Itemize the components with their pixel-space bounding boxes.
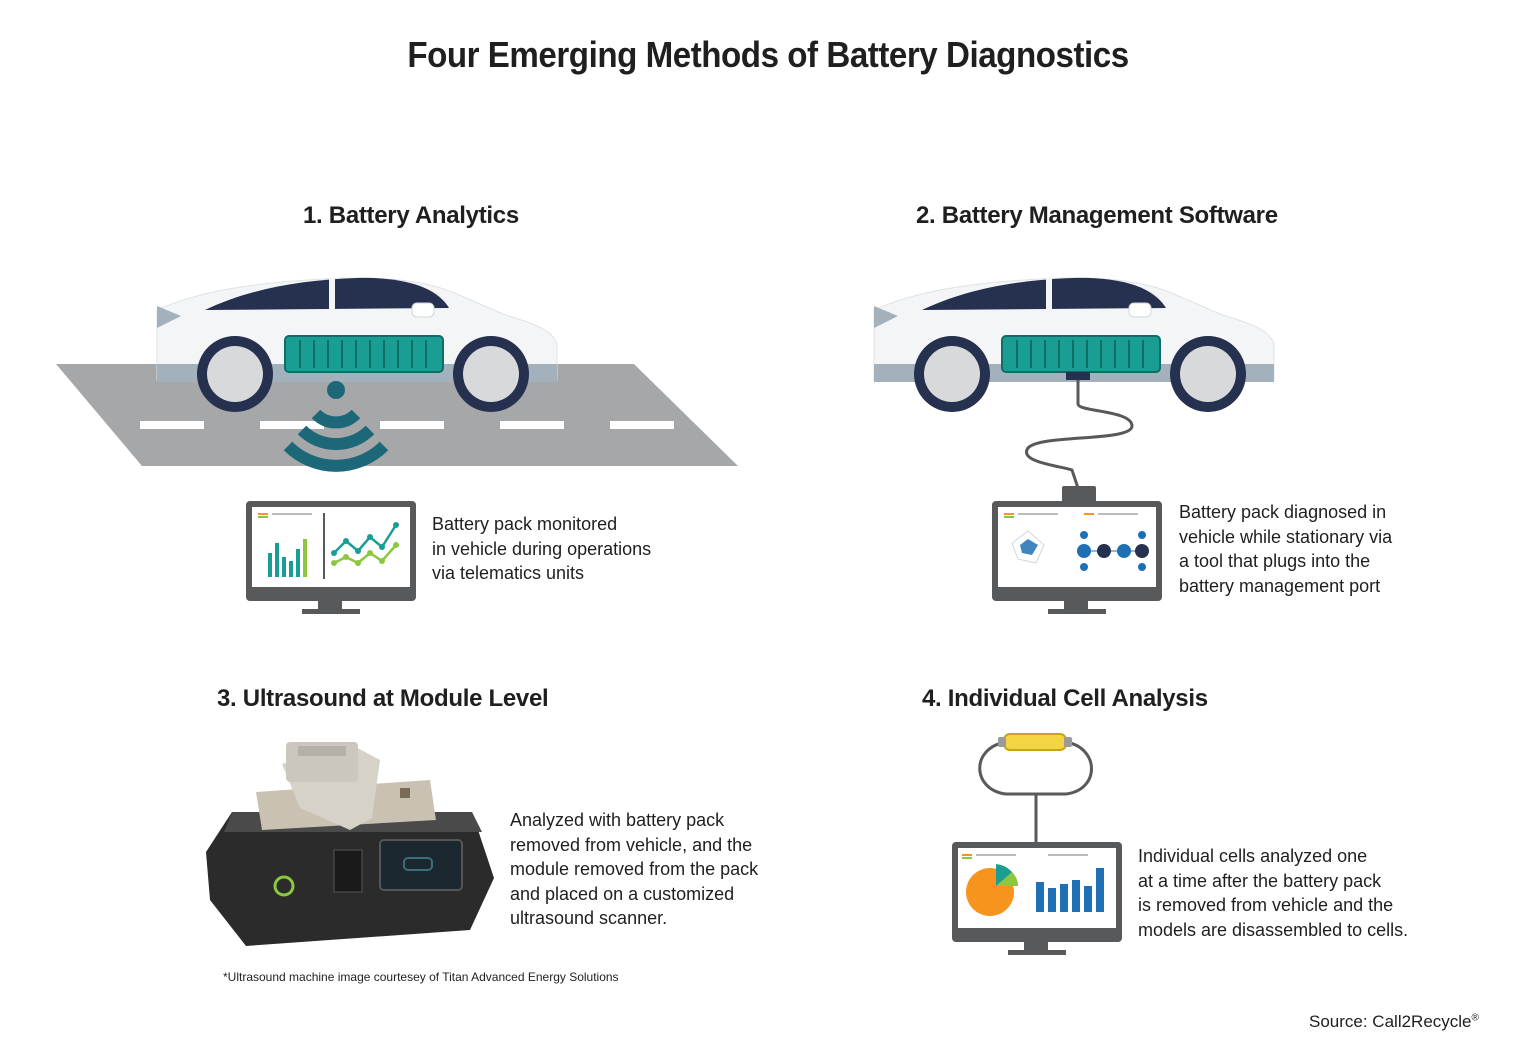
source-credit: Source: Call2Recycle® — [1309, 1012, 1479, 1032]
method-3-heading: 3. Ultrasound at Module Level — [217, 685, 549, 712]
method-2-heading: 2. Battery Management Software — [916, 202, 1278, 229]
desc-line: and placed on a customized — [510, 883, 735, 904]
desc-line: Battery pack monitored — [432, 514, 618, 534]
desc-line: at a time after the battery pack — [1138, 870, 1382, 891]
scanner-display — [379, 839, 463, 891]
car-window — [922, 277, 1166, 310]
method-3-description: Analyzed with battery pack removed from … — [510, 808, 758, 931]
line-chart — [331, 522, 399, 566]
image-credit-footnote: *Ultrasound machine image courtesey of T… — [223, 970, 619, 984]
power-button — [273, 875, 295, 897]
desc-line: models are disassembled to cells. — [1138, 919, 1409, 940]
car-window — [205, 277, 449, 310]
desc-line: is removed from vehicle and the — [1138, 895, 1394, 915]
method-1-heading: 1. Battery Analytics — [303, 202, 519, 229]
desc-line: via telematics units — [432, 563, 585, 583]
method-4-description: Individual cells analyzed one at a time … — [1138, 844, 1408, 942]
monitor-4 — [952, 842, 1122, 955]
method-4-heading: 4. Individual Cell Analysis — [922, 685, 1208, 712]
radar-chart — [1011, 530, 1045, 564]
desc-line: battery management port — [1179, 575, 1381, 596]
car-2 — [873, 277, 1275, 412]
pie-chart — [966, 864, 1018, 916]
wireless-signal-icon — [283, 381, 389, 472]
desc-line: ultrasound scanner. — [510, 908, 668, 928]
desc-line: Analyzed with battery pack — [510, 810, 725, 830]
network-diagram — [1077, 531, 1149, 571]
car-1 — [156, 277, 558, 412]
battery-cell — [1003, 733, 1067, 751]
desc-line: in vehicle during operations — [432, 538, 652, 559]
ultrasound-scanner — [206, 742, 494, 946]
method-1-description: Battery pack monitored in vehicle during… — [432, 512, 651, 586]
diagnostic-cable — [1024, 380, 1134, 489]
desc-line: module removed from the pack — [510, 859, 759, 879]
source-text: Source: Call2Recycle — [1309, 1012, 1472, 1031]
registered-mark: ® — [1471, 1012, 1479, 1024]
plug-connector — [1062, 486, 1096, 502]
monitor-1 — [246, 501, 416, 614]
page-title: Four Emerging Methods of Battery Diagnos… — [407, 34, 1129, 75]
bar-chart — [268, 539, 307, 577]
road-lane-markings — [140, 421, 674, 429]
column-chart — [1036, 868, 1104, 912]
scanner-slot — [333, 849, 363, 893]
monitor-2 — [992, 501, 1162, 614]
desc-line: Battery pack diagnosed in — [1179, 502, 1387, 522]
desc-line: vehicle while stationary via — [1179, 526, 1393, 547]
diagnostic-port — [1066, 372, 1090, 380]
method-2-description: Battery pack diagnosed in vehicle while … — [1179, 500, 1392, 598]
battery-pack — [284, 335, 444, 373]
desc-line: Individual cells analyzed one — [1138, 846, 1368, 866]
desc-line: removed from vehicle, and the — [510, 834, 753, 855]
desc-line: a tool that plugs into the — [1179, 551, 1371, 571]
